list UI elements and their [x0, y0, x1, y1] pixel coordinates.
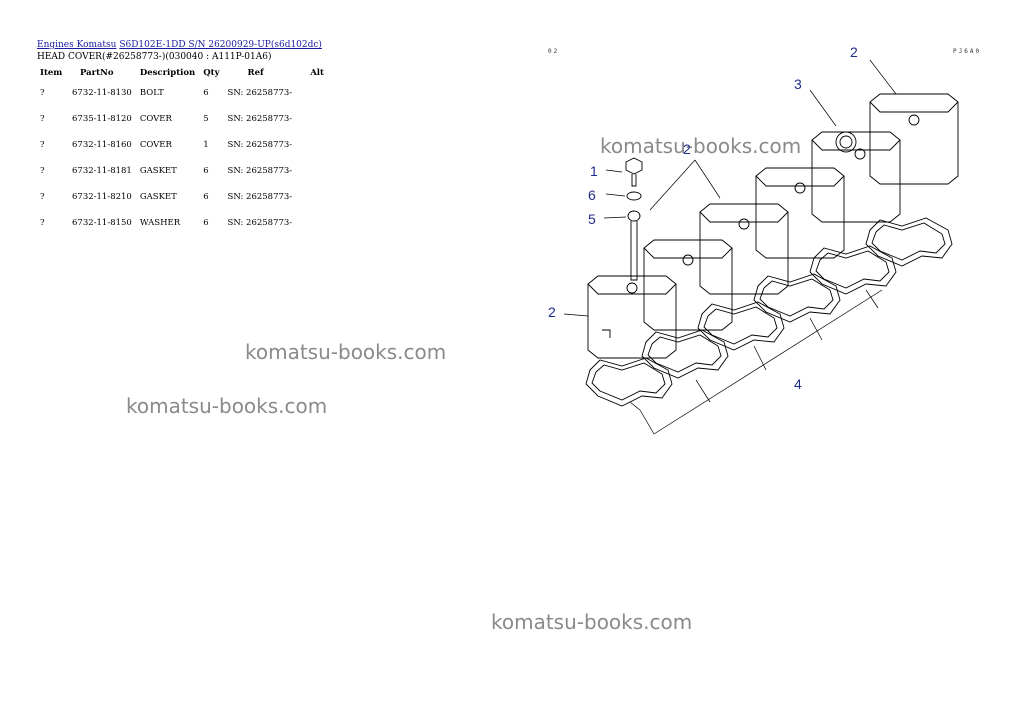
cell-partno: 6732-11-8160 [72, 140, 132, 150]
exploded-parts-diagram: 1 6 5 2 3 2 2 4 [548, 44, 959, 435]
cell-partno: 6732-11-8181 [72, 166, 132, 176]
cell-item: ? [40, 114, 45, 124]
cell-ref: SN: 26258773- [227, 192, 293, 202]
table-row: ? 6732-11-8181 GASKET 6 SN: 26258773- [36, 158, 328, 184]
cell-qty: 6 [203, 166, 209, 176]
cell-ref: SN: 26258773- [227, 218, 293, 228]
cell-item: ? [40, 218, 45, 228]
cell-partno: 6732-11-8210 [72, 192, 132, 202]
head-cover [755, 167, 845, 259]
cell-description: BOLT [139, 88, 164, 98]
cell-partno: 6732-11-8150 [72, 218, 132, 228]
cell-item: ? [40, 88, 45, 98]
watermark: komatsu-books.com [491, 610, 693, 634]
cell-ref: SN: 26258773- [227, 140, 293, 150]
cell-alt [296, 80, 328, 106]
breadcrumb-link-model[interactable]: S6D102E-1DD S/N 26200929-UP(s6d102dc) [119, 40, 322, 50]
cell-qty: 6 [203, 218, 209, 228]
page-code-right: PJ6A0 [953, 48, 982, 55]
col-header-ref: Ref [247, 68, 264, 78]
callout-2-left: 2 [548, 304, 556, 320]
page-subtitle: HEAD COVER(#26258773-)(030040 : A111P-01… [37, 52, 272, 62]
head-cover-oil-filler [811, 131, 901, 223]
table-row: ? 6732-11-8210 GASKET 6 SN: 26258773- [36, 184, 328, 210]
cell-qty: 1 [203, 140, 209, 150]
table-row: ? 6732-11-8130 BOLT 6 SN: 26258773- [36, 80, 328, 106]
cell-alt [296, 184, 328, 210]
callout-4: 4 [794, 376, 802, 392]
head-cover [643, 239, 733, 331]
cell-ref: SN: 26258773- [227, 166, 293, 176]
gasket [641, 329, 729, 379]
callout-3: 3 [794, 76, 802, 92]
cell-item: ? [40, 192, 45, 202]
col-header-alt: Alt [310, 68, 324, 78]
cell-alt [296, 106, 328, 132]
table-row: ? 6735-11-8120 COVER 5 SN: 26258773- [36, 106, 328, 132]
page-code-left: 02 [548, 48, 560, 55]
cell-alt [296, 158, 328, 184]
cell-partno: 6732-11-8130 [72, 88, 132, 98]
cell-alt [296, 210, 328, 236]
callout-6: 6 [588, 187, 596, 203]
watermark: komatsu-books.com [600, 134, 802, 158]
cell-description: COVER [139, 114, 172, 124]
gasket [865, 217, 953, 267]
col-header-description: Description [139, 68, 196, 78]
gasket [753, 273, 841, 323]
gasket [585, 357, 673, 407]
callout-5: 5 [588, 211, 596, 227]
cell-item: ? [40, 140, 45, 150]
breadcrumb-link-engines[interactable]: Engines Komatsu [37, 40, 117, 50]
head-cover [869, 93, 959, 185]
cell-qty: 6 [203, 88, 209, 98]
callout-2-top: 2 [850, 44, 858, 60]
table-row: ? 6732-11-8160 COVER 1 SN: 26258773- [36, 132, 328, 158]
cell-ref: SN: 26258773- [227, 88, 293, 98]
callout-1: 1 [590, 163, 598, 179]
table-row: ? 6732-11-8150 WASHER 6 SN: 26258773- [36, 210, 328, 236]
cell-qty: 6 [203, 192, 209, 202]
col-header-item: Item [40, 68, 63, 78]
head-cover [587, 275, 677, 359]
seal [627, 210, 641, 281]
gasket [697, 301, 785, 351]
cell-alt [296, 132, 328, 158]
watermark: komatsu-books.com [126, 394, 328, 418]
col-header-qty: Qty [203, 68, 220, 78]
cell-description: GASKET [139, 166, 177, 176]
head-cover [699, 203, 789, 295]
parts-table: Item PartNo Description Qty Ref Alt ? 673… [36, 66, 328, 236]
cell-description: WASHER [139, 218, 181, 228]
table-header-row: Item PartNo Description Qty Ref Alt [36, 66, 328, 80]
cell-ref: SN: 26258773- [227, 114, 293, 124]
cell-qty: 5 [203, 114, 209, 124]
cell-description: GASKET [139, 192, 177, 202]
cell-item: ? [40, 166, 45, 176]
bolt [625, 157, 643, 187]
cell-description: COVER [139, 140, 172, 150]
washer [626, 191, 642, 201]
cell-partno: 6735-11-8120 [72, 114, 132, 124]
col-header-partno: PartNo [80, 68, 114, 78]
gasket [809, 245, 897, 295]
watermark: komatsu-books.com [245, 340, 447, 364]
breadcrumb: Engines Komatsu S6D102E-1DD S/N 26200929… [37, 40, 322, 51]
callout-2-mid: 2 [683, 141, 691, 157]
